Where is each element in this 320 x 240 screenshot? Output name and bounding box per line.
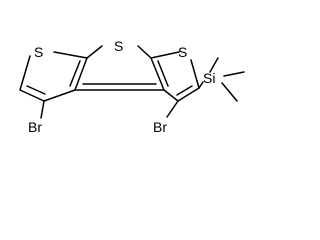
bond-c2b-c3b <box>150 57 165 91</box>
bond-s-top-c2a <box>86 45 103 59</box>
bond-s-top-c2b <box>137 45 152 59</box>
bond-c5-c4-double <box>26 85 46 95</box>
bond-c5b-c4b-double <box>176 85 193 96</box>
bond-c5b-si <box>198 81 204 89</box>
atom-br-left: Br <box>28 119 42 135</box>
bond-c2a-c3a-double <box>69 60 81 87</box>
atom-s-left: S <box>34 44 43 60</box>
bond-c2b-s-right <box>150 51 180 59</box>
chemical-structure: S S S Br Br Si <box>19 38 245 135</box>
bond-c5-c4 <box>19 89 45 102</box>
bond-c4b-br <box>166 100 179 118</box>
bond-c2b-c3b-double <box>157 60 169 87</box>
bond-c2a-c3a <box>74 57 88 91</box>
bond-si-me3 <box>221 82 238 102</box>
bonds <box>19 45 245 119</box>
atom-si: Si <box>203 70 215 86</box>
bond-c5b-c4b <box>177 87 200 102</box>
bond-si-me1 <box>209 57 219 73</box>
atom-s-top: S <box>114 38 123 54</box>
atom-br-right: Br <box>153 119 167 135</box>
bond-c4b-c3b <box>163 89 179 102</box>
atom-s-right: S <box>178 44 187 60</box>
bond-c4-br <box>40 100 45 119</box>
bond-si-me2 <box>223 71 245 77</box>
bond-s-left-c5 <box>19 55 31 91</box>
atom-labels: S S S Br Br Si <box>28 38 215 135</box>
bond-s-right-c5b <box>190 59 200 89</box>
bond-c2a-s-left <box>53 51 88 59</box>
bond-c4-c3a <box>43 89 76 102</box>
